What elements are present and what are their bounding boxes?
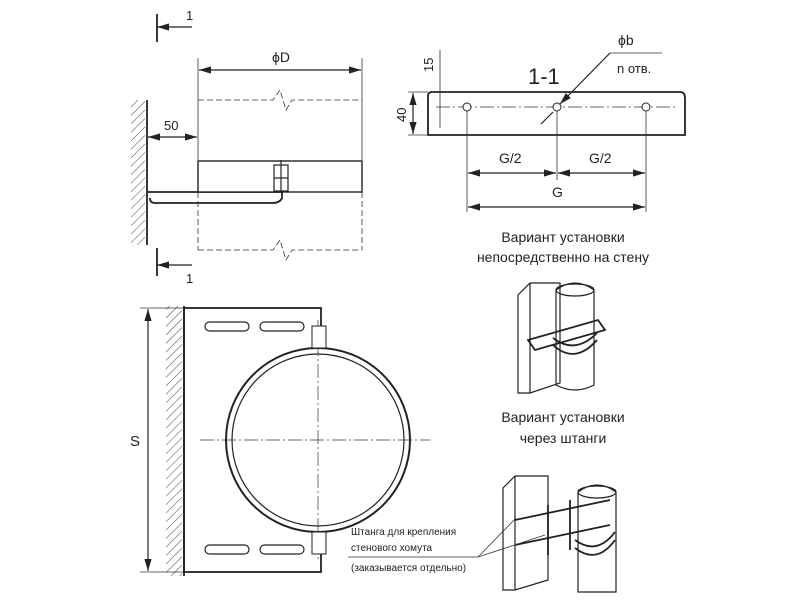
section-mark-bottom: 1	[156, 248, 193, 286]
section-label: 1	[186, 271, 193, 286]
wall-mount-illustration	[517, 282, 607, 394]
note-line: стенового хомута	[351, 543, 433, 554]
variant-rod-title: Вариант установки	[501, 409, 624, 425]
hole-count-label: n отв.	[617, 61, 651, 76]
hole	[641, 102, 651, 112]
rod-note: Штанга для крепления стенового хомута (з…	[348, 517, 546, 574]
half-spacing-label: G/2	[589, 150, 612, 166]
note-line: (заказывается отдельно)	[351, 563, 466, 574]
side-view: 1 1 ϕD 50	[131, 8, 363, 286]
height-label: 40	[394, 108, 409, 122]
spacing-label: G	[552, 184, 563, 200]
variant-rod-subtitle: через штанги	[520, 430, 607, 446]
rod-mount-illustration	[502, 475, 617, 593]
overall-height-label: S	[130, 433, 140, 450]
section-mark-top: 1	[156, 8, 193, 42]
half-spacing-label: G/2	[499, 150, 522, 166]
wall-hatch	[166, 306, 182, 576]
diameter-label: ϕD	[272, 49, 290, 65]
hole	[552, 102, 562, 112]
note-line: Штанга для крепления	[351, 527, 456, 538]
bolt-icon	[311, 531, 327, 555]
variant-wall-title: Вариант установки	[501, 229, 624, 245]
front-view: S	[130, 306, 430, 576]
variant-wall-subtitle: непосредственно на стену	[477, 249, 649, 265]
offset-label: 50	[164, 118, 178, 133]
hole	[462, 102, 472, 112]
section-title: 1-1	[528, 64, 560, 89]
wall-hatch	[131, 100, 145, 245]
hole-diameter-label: ϕb	[618, 32, 634, 48]
section-label: 1	[186, 8, 193, 23]
bolt-icon	[311, 325, 327, 349]
section-1-1: 1-1 ϕb n отв. 15 40 G/2 G/2 G	[394, 32, 686, 212]
top-offset-label: 15	[421, 58, 436, 72]
